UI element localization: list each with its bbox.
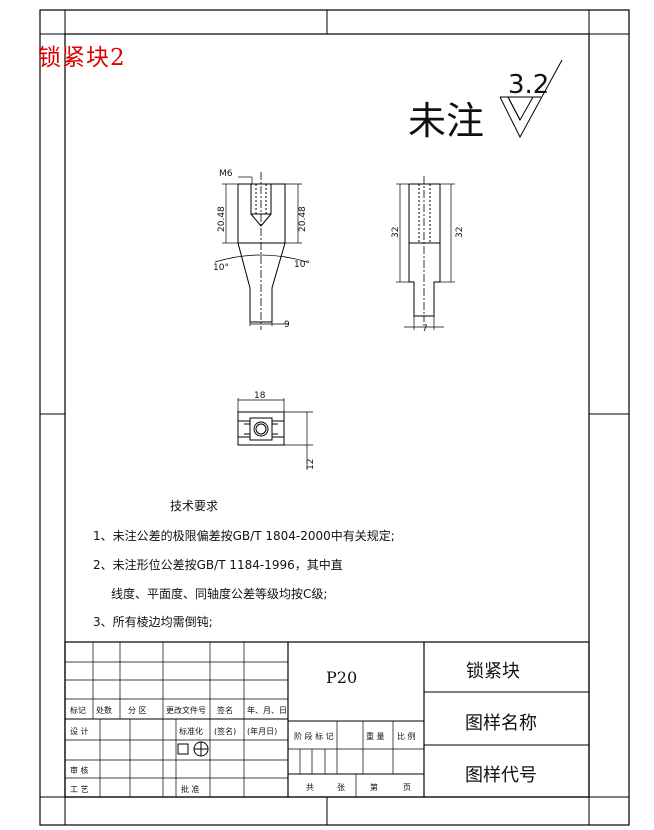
tech-item-3: 线度、平面度、同轴度公差等级均按C级; [111, 587, 328, 601]
dim-angle-left: 10° [213, 263, 229, 273]
label-count: 处数 [96, 706, 112, 715]
front-view [214, 172, 308, 330]
side-view [396, 176, 455, 330]
name-label: 图样名称 [465, 713, 537, 734]
dim-side-height-left: 32 [391, 227, 401, 238]
top-view [237, 398, 313, 470]
dim-angle-right: 10° [294, 260, 310, 270]
label-sign-paren: (签名) [214, 727, 237, 736]
label-design: 设 计 [70, 727, 89, 736]
dim-side-bottom-width: 7 [422, 324, 428, 334]
label-sheets: 张 [337, 783, 345, 792]
label-no: 第 [370, 783, 378, 792]
roughness-symbol [499, 59, 563, 139]
centering-marks [40, 10, 629, 825]
label-approve: 批 准 [181, 785, 200, 794]
label-standardize: 标准化 [179, 727, 203, 736]
label-date: 年、月、日 [247, 706, 287, 715]
title-block [64, 641, 590, 798]
label-zone: 分 区 [128, 706, 147, 715]
label-page: 页 [403, 783, 411, 792]
label-signature: 签名 [217, 706, 233, 715]
outer-border [39, 9, 630, 826]
label-review: 审 核 [70, 766, 89, 775]
dim-side-height-right: 32 [455, 227, 465, 238]
dim-top-height: 12 [306, 459, 316, 470]
label-weight: 重 量 [366, 732, 385, 741]
code-label: 图样代号 [465, 765, 537, 786]
drawing-title: 锁紧块2 [38, 45, 126, 71]
dim-right-height: 20.48 [298, 206, 308, 232]
tech-item-4: 3、所有棱边均需倒钝; [93, 615, 213, 629]
dim-left-height: 20.48 [217, 206, 227, 232]
tech-heading: 技术要求 [170, 499, 219, 513]
label-mark: 标记 [70, 706, 86, 715]
label-total: 共 [306, 783, 314, 792]
tech-item-1: 1、未注公差的极限偏差按GB/T 1804-2000中有关规定; [93, 529, 395, 543]
label-date-paren: (年月日) [247, 727, 278, 736]
label-change-doc: 更改文件号 [166, 706, 206, 715]
material-value: P20 [326, 668, 358, 687]
roughness-value: 3.2 [508, 70, 549, 100]
label-scale: 比 例 [397, 732, 416, 741]
label-stage-mark: 阶 段 标 记 [294, 732, 334, 741]
dim-top-width: 18 [254, 391, 266, 401]
dim-bottom-width: 9 [284, 320, 290, 330]
label-process: 工 艺 [70, 785, 89, 794]
roughness-note: 未注 [408, 99, 485, 143]
tech-item-2: 2、未注形位公差按GB/T 1184-1996，其中直 [93, 558, 343, 572]
part-name: 锁紧块 [466, 661, 520, 682]
dim-thread: M6 [219, 169, 233, 179]
